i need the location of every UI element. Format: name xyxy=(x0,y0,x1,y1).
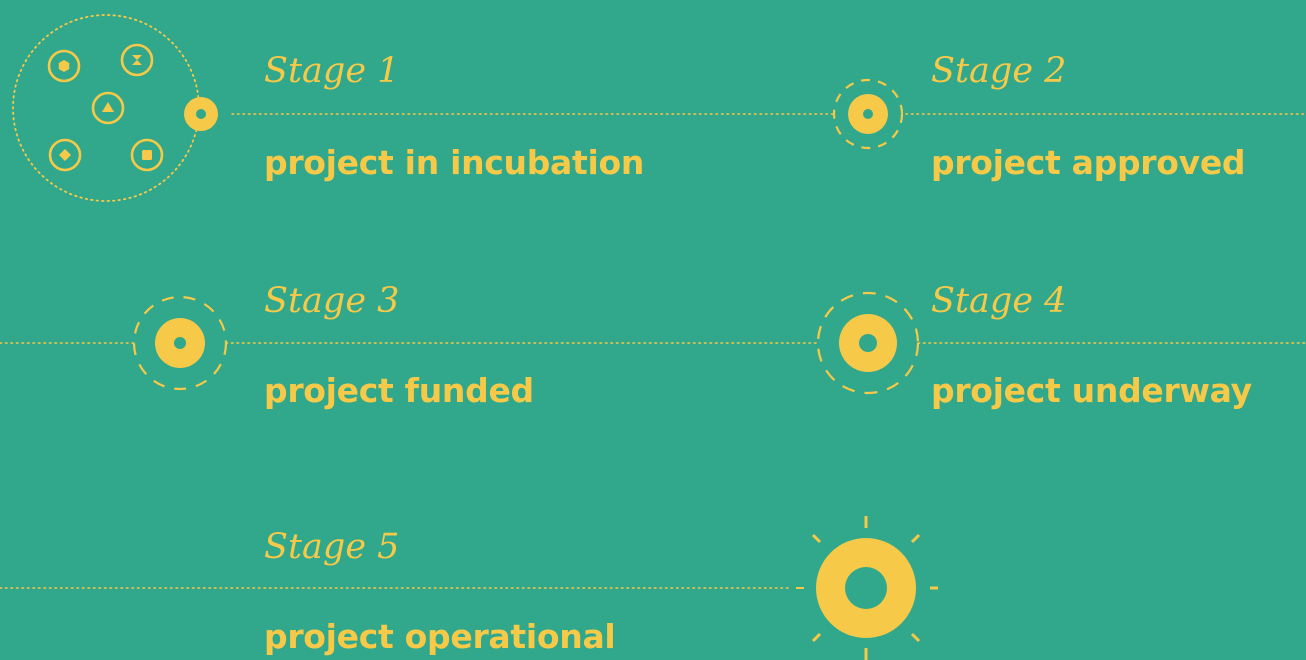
stage1-cluster-icon xyxy=(12,14,218,202)
hexagon-icon xyxy=(47,49,81,83)
stage1-label: Stage 1 xyxy=(264,51,400,91)
stage3-title: project funded xyxy=(264,371,534,410)
stage5-title: project operational xyxy=(264,617,616,656)
stage4-label: Stage 4 xyxy=(931,281,1067,321)
stage1-title: project in incubation xyxy=(264,143,645,182)
stage5-label: Stage 5 xyxy=(264,527,400,567)
stage2-label: Stage 2 xyxy=(931,51,1067,91)
large-target-icon xyxy=(816,291,920,395)
medium-target-icon xyxy=(132,295,228,391)
stage4-title: project underway xyxy=(931,371,1252,410)
hourglass-icon xyxy=(120,43,154,77)
square-icon xyxy=(130,138,164,172)
stage2-title: project approved xyxy=(931,143,1246,182)
small-target-icon xyxy=(832,78,904,150)
triangle-icon xyxy=(91,91,125,125)
dot-node-icon xyxy=(184,97,218,131)
sun-icon xyxy=(811,516,938,660)
diamond-icon xyxy=(48,138,82,172)
stage3-label: Stage 3 xyxy=(264,281,400,321)
